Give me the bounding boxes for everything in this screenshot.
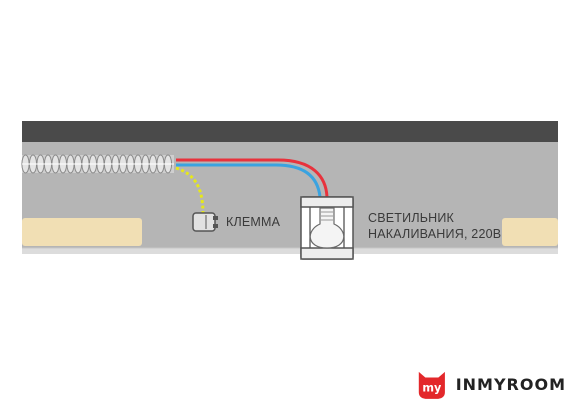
lamp-label-line2: НАКАЛИВАНИЯ, 220В: [368, 227, 502, 241]
brand-name: INMYROOM: [455, 374, 566, 394]
ceiling-slab: [22, 121, 558, 142]
corrugated-conduit: [21, 154, 174, 174]
suspended-ceiling-board: [22, 248, 558, 254]
brand-logo: my INMYROOM: [416, 366, 566, 402]
wire-phase-red: [176, 158, 329, 198]
wire-ground: [175, 166, 205, 215]
light-bulb: [309, 207, 345, 249]
cat-logo-icon: my: [418, 371, 445, 399]
logo-text: my: [422, 381, 442, 394]
wire-neutral-blue: [176, 163, 322, 198]
incandescent-fixture: [300, 196, 354, 260]
terminal-clamp: [192, 212, 218, 232]
ceiling-panel-right: [502, 218, 558, 246]
clamp-label: КЛЕММА: [226, 215, 281, 229]
ceiling-panel-left: [22, 218, 142, 246]
lamp-label-line1: СВЕТИЛЬНИК: [368, 211, 455, 225]
lamp-label: СВЕТИЛЬНИК НАКАЛИВАНИЯ, 220В: [368, 210, 501, 242]
